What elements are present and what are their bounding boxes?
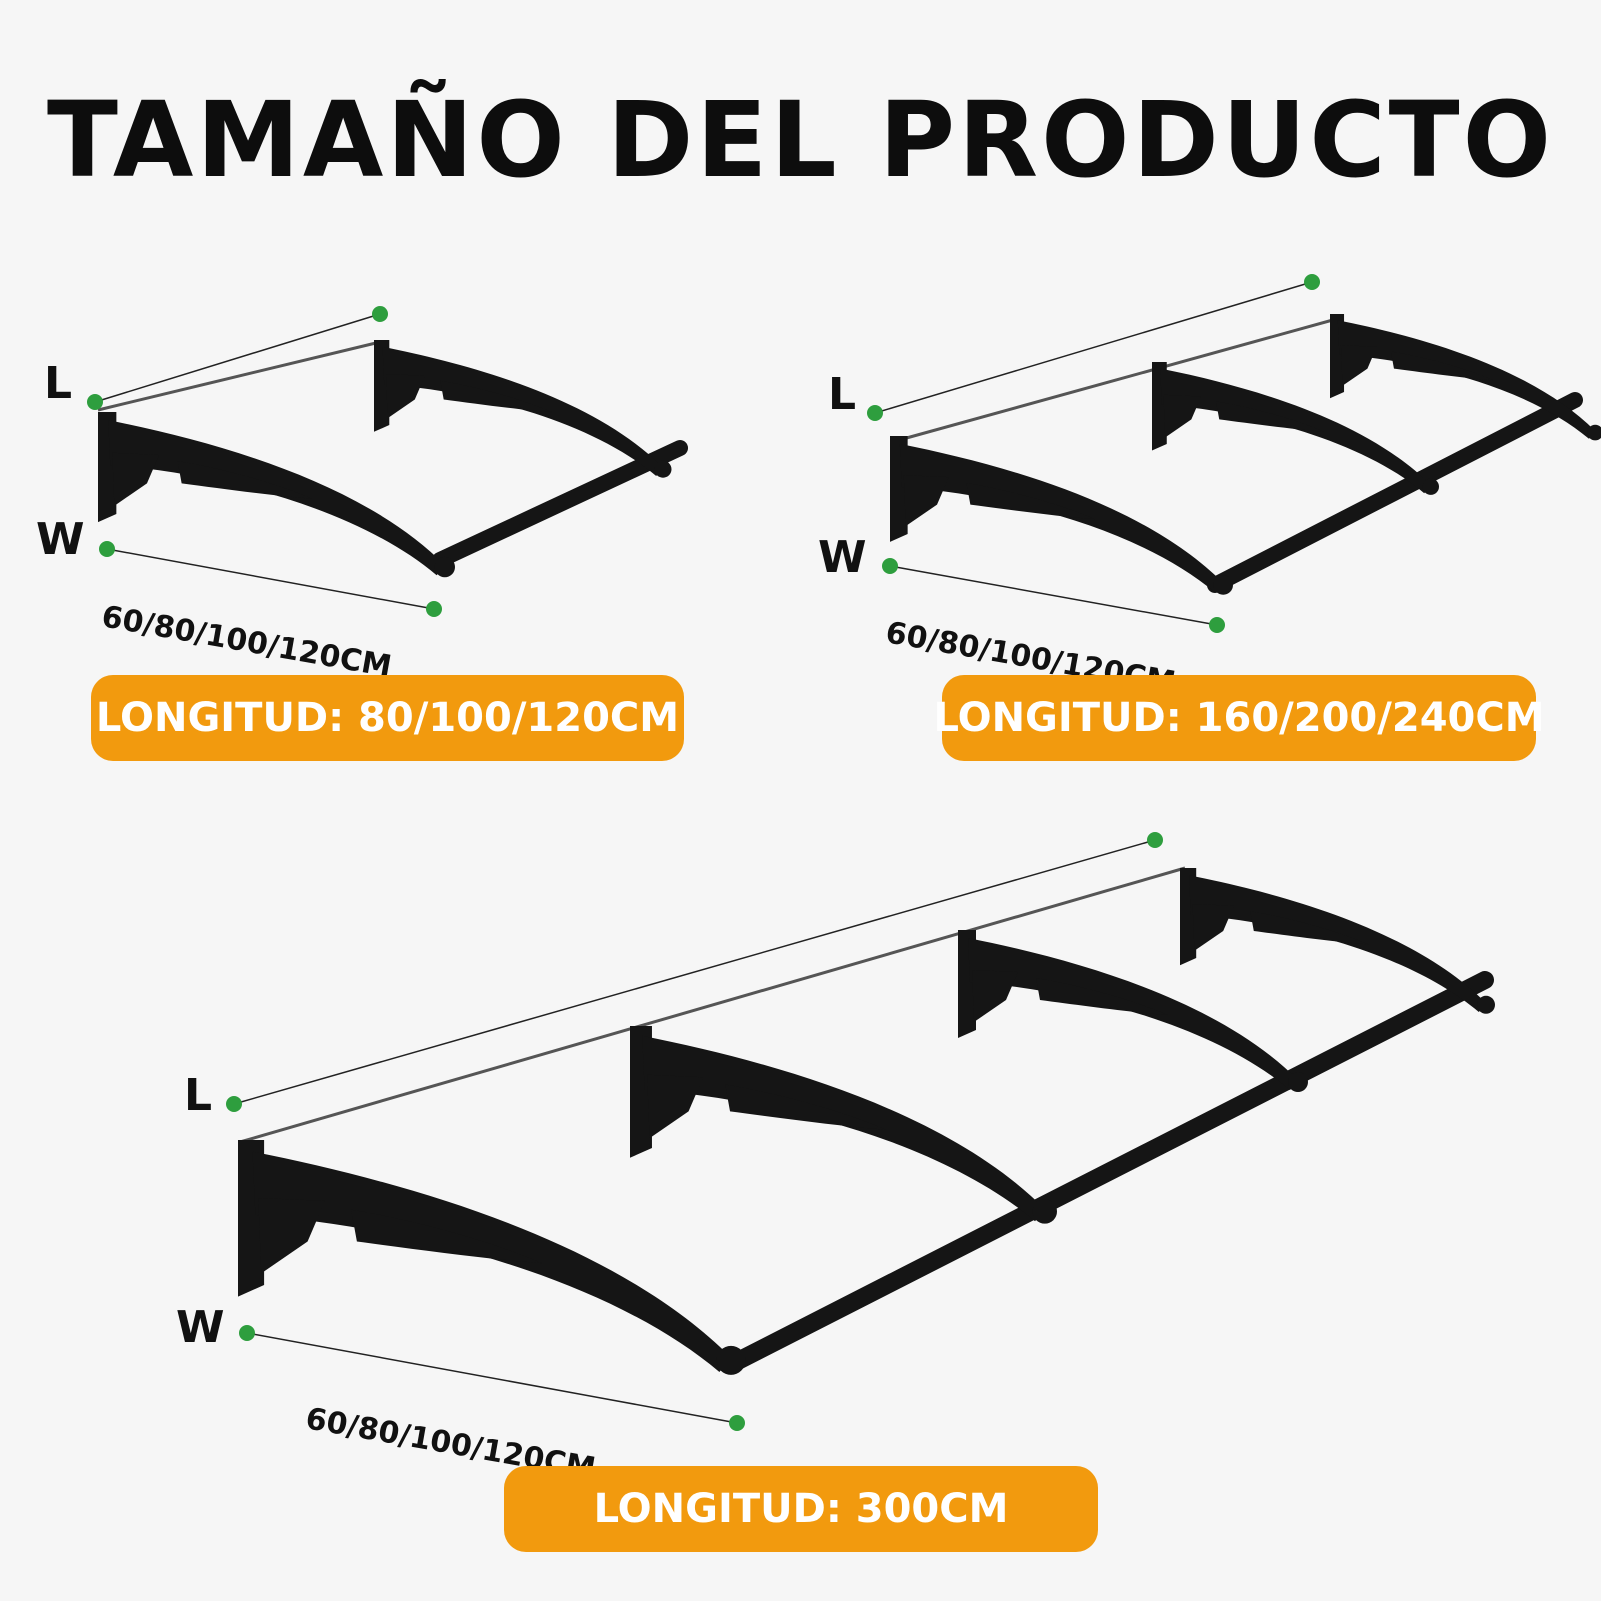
page-title: TAMAÑO DEL PRODUCTO	[46, 79, 1554, 201]
length-badge: LONGITUD: 300CM	[504, 1466, 1098, 1552]
canopy-2-brackets	[97, 340, 688, 578]
measure-lines-1	[87, 306, 442, 617]
length-label: L	[44, 358, 73, 409]
measure-lines-3	[226, 832, 1163, 1431]
length-badge: LONGITUD: 160/200/240CM	[934, 675, 1545, 761]
length-badge: LONGITUD: 80/100/120CM	[91, 675, 684, 761]
width-label: W	[176, 1302, 225, 1353]
canopy-4-brackets	[238, 866, 1495, 1375]
canopy-3-brackets	[890, 314, 1601, 595]
length-label: L	[184, 1070, 213, 1121]
length-label: L	[828, 369, 857, 420]
width-label: W	[36, 514, 85, 565]
width-label: W	[818, 532, 867, 583]
measure-lines-2	[867, 274, 1320, 633]
